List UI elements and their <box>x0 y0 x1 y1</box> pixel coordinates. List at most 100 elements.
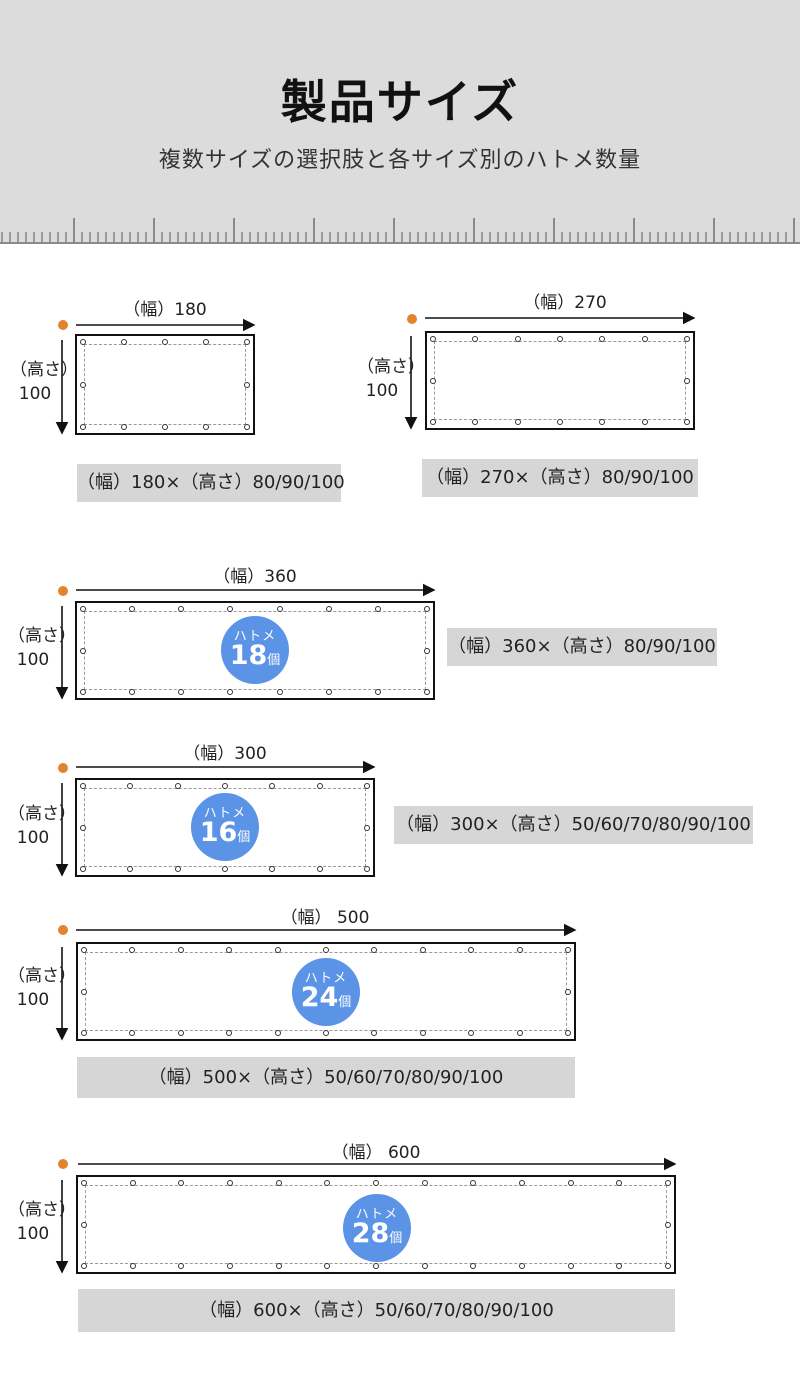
grommet-count-badge: ハトメ 28個 <box>343 1194 411 1262</box>
grommet-hole <box>599 336 606 342</box>
grommet-hole <box>244 339 250 345</box>
grommet-hole <box>316 783 323 789</box>
grommet-hole <box>514 419 521 425</box>
height-label: （高さ） <box>10 360 78 380</box>
banner-diagram-180 <box>75 334 255 435</box>
grommet-hole <box>129 947 136 953</box>
grommet-hole <box>178 1263 185 1269</box>
origin-dot <box>58 586 68 596</box>
grommet-hole <box>364 866 370 872</box>
grommet-hole <box>227 606 234 612</box>
grommet-hole <box>557 419 563 425</box>
origin-dot <box>407 314 417 324</box>
height-value: 100 <box>365 381 399 401</box>
size-spec: （幅）180×（高さ）80/90/100 <box>77 464 345 502</box>
grommet-hole <box>162 424 168 430</box>
grommet-hole <box>81 1180 87 1186</box>
size-spec: （幅）270×（高さ）80/90/100 <box>422 459 698 497</box>
badge-unit: 個 <box>267 653 281 668</box>
grommet-hole <box>325 606 332 612</box>
grommet-hole <box>81 988 87 995</box>
grommet-hole <box>665 1221 671 1228</box>
width-label: （幅） 600 <box>331 1143 421 1163</box>
grommet-hole <box>565 988 571 995</box>
grommet-hole <box>565 1030 571 1036</box>
grommet-hole <box>516 947 523 953</box>
grommet-hole <box>81 1030 87 1036</box>
grommet-count-badge: ハトメ 24個 <box>292 958 360 1026</box>
grommet-hole <box>364 824 370 831</box>
grommet-hole <box>80 647 86 654</box>
grommet-hole <box>178 1180 185 1186</box>
grommet-hole <box>226 947 233 953</box>
grommet-hole <box>276 606 283 612</box>
grommet-hole <box>174 866 181 872</box>
grommet-hole <box>557 336 563 342</box>
grommet-hole <box>81 947 87 953</box>
grommet-hole <box>373 1263 379 1269</box>
grommet-hole <box>127 866 134 872</box>
height-value: 100 <box>16 990 50 1010</box>
banner-diagram-270 <box>425 331 695 430</box>
grommet-hole <box>470 1263 477 1269</box>
grommet-hole <box>468 1030 475 1036</box>
grommet-hole <box>80 866 86 872</box>
height-label: （高さ） <box>8 626 76 646</box>
width-label: （幅）360 <box>213 567 297 587</box>
grommet-hole <box>80 339 86 345</box>
grommet-hole <box>430 336 436 342</box>
grommet-hole <box>127 783 134 789</box>
grommet-hole <box>565 947 571 953</box>
grommet-hole <box>178 606 185 612</box>
height-label: （高さ） <box>8 966 76 986</box>
grommet-hole <box>316 866 323 872</box>
grommet-hole <box>81 1221 87 1228</box>
grommet-hole <box>684 377 690 384</box>
grommet-hole <box>684 336 690 342</box>
grommet-hole <box>374 689 381 695</box>
grommet-hole <box>419 947 426 953</box>
height-value: 100 <box>16 650 50 670</box>
grommet-hole <box>274 947 281 953</box>
grommet-hole <box>325 689 332 695</box>
size-spec: （幅）360×（高さ）80/90/100 <box>447 628 717 666</box>
grommet-hole <box>80 606 86 612</box>
header-band: 製品サイズ 複数サイズの選択肢と各サイズ別のハトメ数量 <box>0 0 800 244</box>
grommet-hole <box>80 783 86 789</box>
grommet-hole <box>226 1030 233 1036</box>
grommet-hole <box>665 1180 671 1186</box>
grommet-count-badge: ハトメ 18個 <box>221 616 289 684</box>
badge-label: ハトメ <box>304 971 348 986</box>
grommet-hole <box>665 1263 671 1269</box>
grommet-hole <box>129 1030 136 1036</box>
grommet-hole <box>424 647 430 654</box>
grommet-hole <box>472 336 479 342</box>
grommet-hole <box>129 689 136 695</box>
grommet-hole <box>364 783 370 789</box>
badge-count: 28 <box>351 1218 390 1249</box>
page-subtitle: 複数サイズの選択肢と各サイズ別のハトメ数量 <box>158 148 642 173</box>
hem-line <box>434 341 686 420</box>
grommet-hole <box>424 606 430 612</box>
grommet-hole <box>421 1263 428 1269</box>
grommet-hole <box>371 947 378 953</box>
grommet-hole <box>516 1030 523 1036</box>
grommet-hole <box>616 1263 623 1269</box>
grommet-hole <box>323 947 329 953</box>
grommet-hole <box>567 1263 574 1269</box>
height-value: 100 <box>16 828 50 848</box>
origin-dot <box>58 1159 68 1169</box>
grommet-hole <box>177 1030 184 1036</box>
grommet-hole <box>162 339 168 345</box>
page-title: 製品サイズ <box>280 75 520 129</box>
grommet-hole <box>424 689 430 695</box>
grommet-hole <box>599 419 606 425</box>
grommet-hole <box>419 1030 426 1036</box>
badge-count-wrap: 16個 <box>191 817 259 848</box>
grommet-hole <box>244 381 250 388</box>
grommet-hole <box>222 783 228 789</box>
grommet-hole <box>121 424 127 430</box>
badge-unit: 個 <box>389 1231 403 1246</box>
badge-count: 24 <box>300 982 339 1013</box>
origin-dot <box>58 925 68 935</box>
